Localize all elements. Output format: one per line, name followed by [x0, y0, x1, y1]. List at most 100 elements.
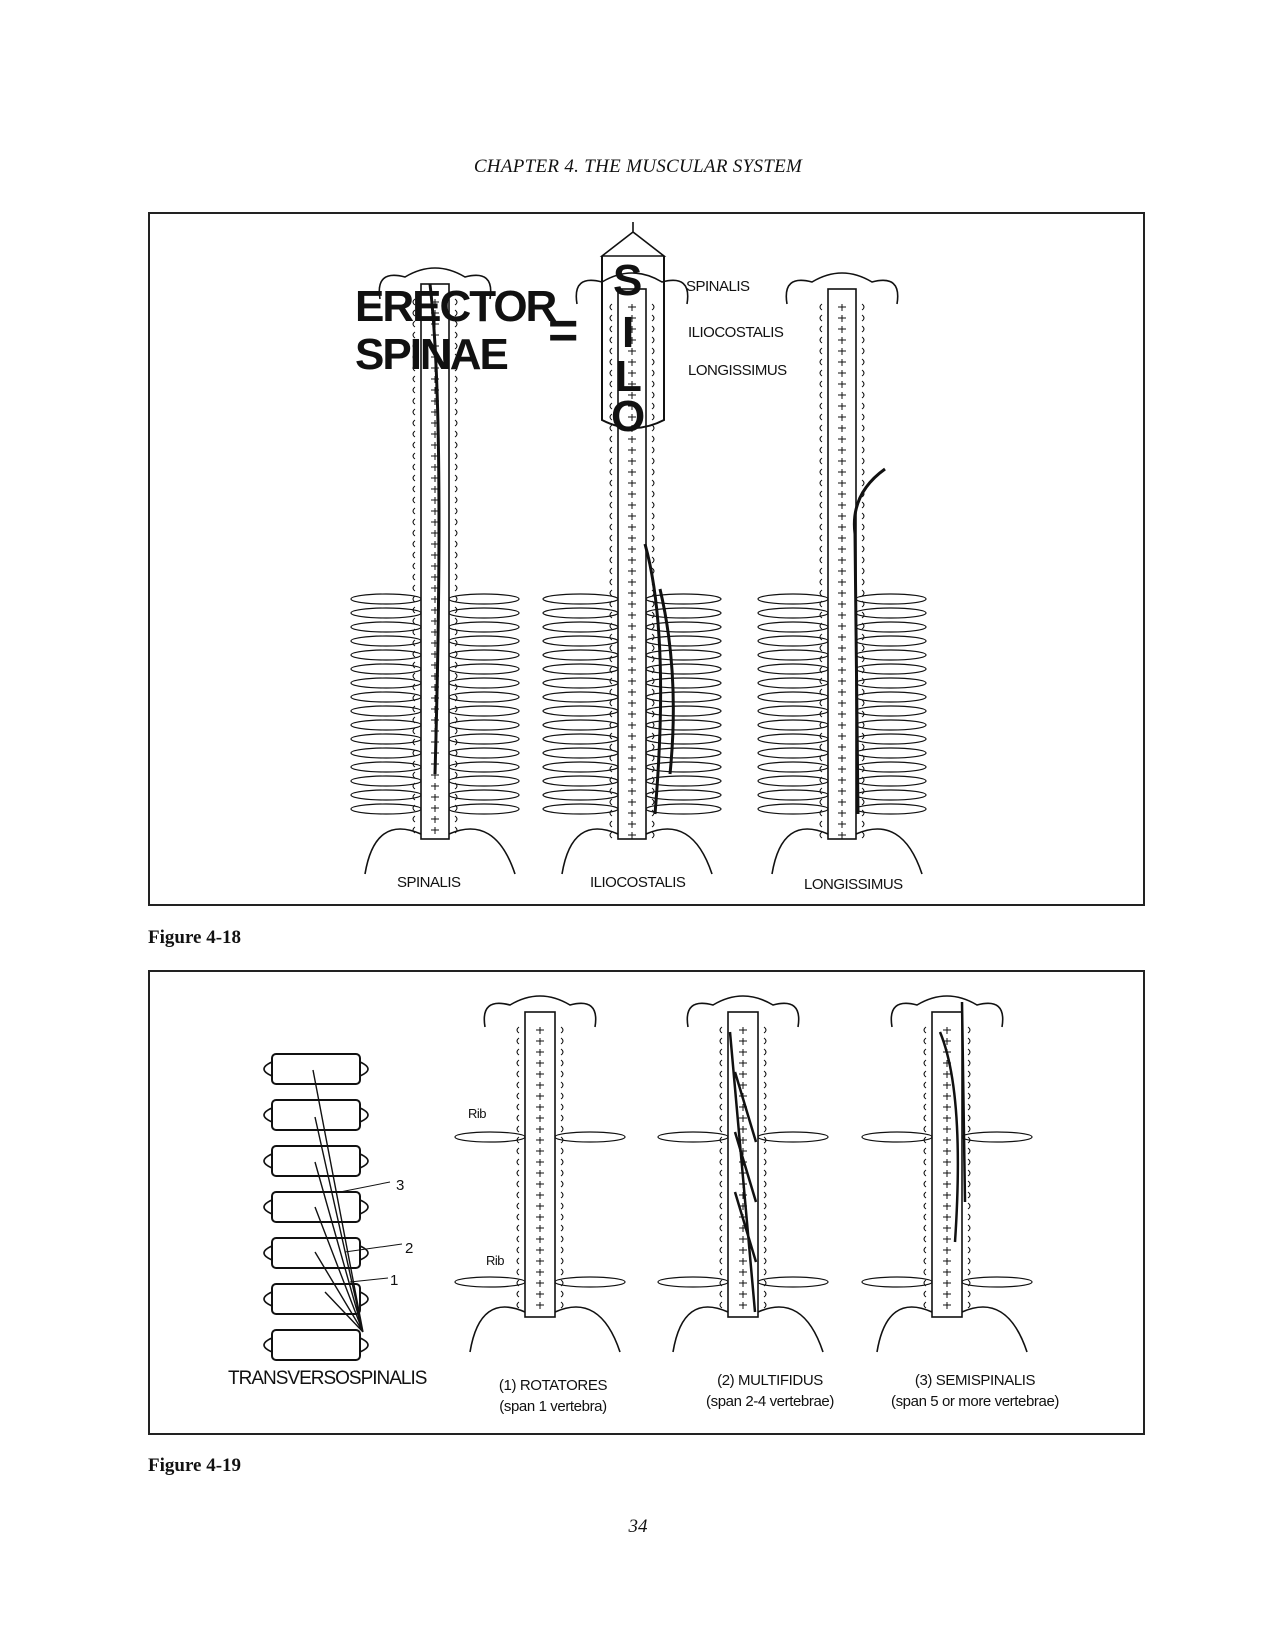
iliocostalis-rib-left: [542, 719, 619, 731]
rotatores-vertebra: [516, 1202, 564, 1210]
spinalis-rib-left: [350, 677, 422, 689]
spinalis-vertebra: [412, 529, 458, 537]
transverse-process: [263, 1337, 369, 1353]
rotatores-vertebra: [516, 1026, 564, 1034]
iliocostalis-vertebra: [609, 380, 655, 388]
spinalis-rib-left: [350, 733, 422, 745]
iliocostalis-rib-right: [645, 635, 722, 647]
rotatores-vertebra: [516, 1037, 564, 1045]
longissimus-vertebra: [819, 490, 865, 498]
figure-4-19-caption: Figure 4-19: [148, 1455, 242, 1476]
multifidus-vertebra: [719, 1301, 767, 1309]
vertebra-block: [271, 1237, 361, 1269]
iliocostalis-vertebra: [609, 776, 655, 784]
leader-lines: [339, 1181, 403, 1283]
longissimus-vertebra: [819, 798, 865, 806]
longissimus-vertebra: [819, 578, 865, 586]
longissimus-rib-right: [855, 663, 927, 675]
longissimus-rib-left: [757, 607, 829, 619]
figure-4-18-frame: ERECTOR SPINAE = S I L O SPINALIS ILIOCO…: [148, 212, 1145, 906]
longissimus-rib-left: [757, 747, 829, 759]
spinalis-vertebra: [412, 463, 458, 471]
iliocostalis-vertebra: [609, 402, 655, 410]
spinalis-rib-right: [448, 663, 520, 675]
iliocostalis-vertebra: [609, 644, 655, 652]
longissimus-rib-right: [855, 607, 927, 619]
iliocostalis-vertebra: [609, 457, 655, 465]
vertebra-block: [271, 1145, 361, 1177]
multifidus-vertebra: [719, 1279, 767, 1287]
semispinalis-span: (span 5 or more vertebrae): [890, 1393, 1059, 1410]
iliocostalis-vertebra: [609, 578, 655, 586]
spinalis-rib-left: [350, 747, 422, 759]
longissimus-vertebra: [819, 413, 865, 421]
longissimus-vertebra: [819, 369, 865, 377]
spinalis-rib-left: [350, 705, 422, 717]
rotatores-vertebra: [516, 1235, 564, 1243]
multifidus-vertebra: [719, 1048, 767, 1056]
longissimus-vertebra: [819, 776, 865, 784]
iliocostalis-vertebra: [609, 765, 655, 773]
erector-title: ERECTOR: [355, 282, 557, 331]
panel-label-longissimus: LONGISSIMUS: [804, 876, 903, 893]
spinalis-vertebra: [412, 584, 458, 592]
longissimus-rib-left: [757, 789, 829, 801]
rotatores-vertebra: [516, 1125, 564, 1133]
rotatores-vertebra: [516, 1224, 564, 1232]
semispinalis-vertebra: [923, 1158, 971, 1166]
rotatores-vertebra: [516, 1257, 564, 1265]
multifidus-skull: [686, 995, 800, 1028]
iliocostalis-rib-right: [645, 621, 722, 633]
spinalis-rib-left: [350, 719, 422, 731]
rotatores-vertebra: [516, 1103, 564, 1111]
longissimus-rib-left: [757, 691, 829, 703]
spinalis-rib-right: [448, 705, 520, 717]
longissimus-rib-left: [757, 649, 829, 661]
iliocostalis-rib-left: [542, 775, 619, 787]
transversospinalis-fibers: [312, 1069, 364, 1333]
silo-roof: [599, 222, 667, 257]
iliocostalis-vertebra: [609, 798, 655, 806]
spinalis-vertebra: [412, 617, 458, 625]
spinalis-vertebra: [412, 474, 458, 482]
semispinalis-label: (3) SEMISPINALIS (span 5 or more vertebr…: [875, 1370, 1075, 1412]
semispinalis-vertebral-column: [931, 1011, 963, 1318]
iliocostalis-vertebra: [609, 413, 655, 421]
vertebra-block: [271, 1283, 361, 1315]
semispinalis-vertebra: [923, 1279, 971, 1287]
transverse-process: [263, 1107, 369, 1123]
spinalis-rib-right: [448, 607, 520, 619]
running-head: CHAPTER 4. THE MUSCULAR SYSTEM: [473, 156, 803, 177]
longissimus-rib-right: [855, 733, 927, 745]
spinalis-rib-left: [350, 649, 422, 661]
iliocostalis-rib-right: [645, 593, 722, 605]
longissimus-rib-left: [757, 705, 829, 717]
longissimus-rib-right: [855, 719, 927, 731]
spinalis-vertebra: [412, 430, 458, 438]
longissimus-vertebra: [819, 446, 865, 454]
page-number: 34: [628, 1516, 648, 1537]
iliocostalis-vertebra: [609, 468, 655, 476]
spinalis-vertebra: [412, 397, 458, 405]
rotatores-vertebra: [516, 1290, 564, 1298]
spinalis-vertebra: [412, 826, 458, 834]
multifidus-vertebra: [719, 1103, 767, 1111]
spinalis-rib-right: [448, 635, 520, 647]
transversospinalis-label: TRANSVERSOSPINALIS: [228, 1368, 427, 1389]
multifidus-vertebra: [719, 1147, 767, 1155]
longissimus-rib-right: [855, 649, 927, 661]
multifidus-vertebra: [719, 1026, 767, 1034]
iliocostalis-vertebra: [609, 831, 655, 839]
multifidus-vertebra: [719, 1081, 767, 1089]
longissimus-vertebra: [819, 314, 865, 322]
iliocostalis-vertebra: [609, 490, 655, 498]
semispinalis-rib-right: [961, 1131, 1033, 1143]
spinalis-rib-left: [350, 803, 422, 815]
longissimus-vertebra: [819, 380, 865, 388]
spinalis-vertebra: [412, 419, 458, 427]
rotatores-label: (1) ROTATORES (span 1 vertebra): [468, 1375, 638, 1417]
rotatores-vertebra: [516, 1059, 564, 1067]
semispinalis-vertebra: [923, 1224, 971, 1232]
rotatores-span: (span 1 vertebra): [499, 1398, 607, 1415]
rotatores-vertebra: [516, 1213, 564, 1221]
